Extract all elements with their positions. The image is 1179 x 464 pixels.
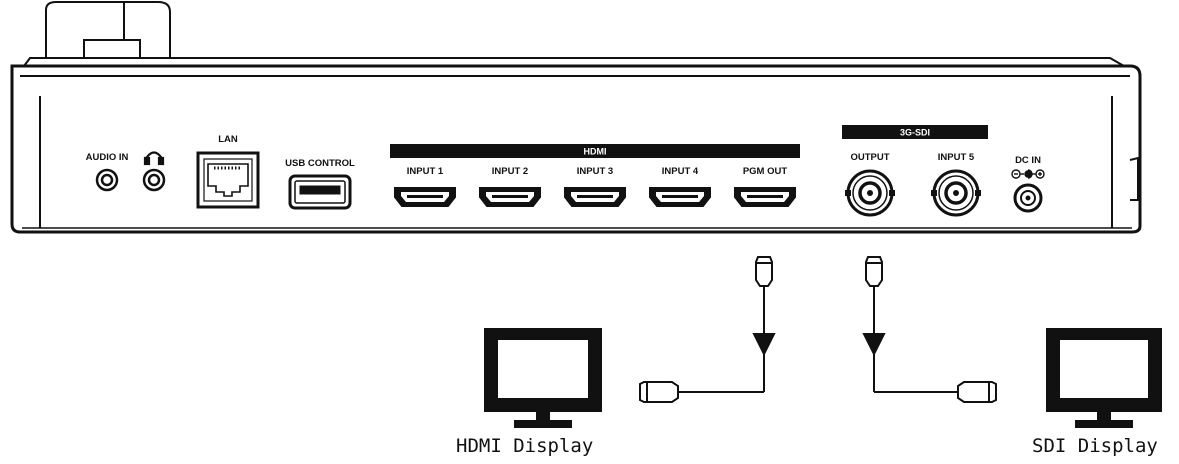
hdmi-port[interactable]: INPUT 1 bbox=[394, 166, 456, 207]
hdmi-ports: INPUT 1 INPUT 2 INPUT 3 INPUT 4 PGM OUT bbox=[394, 166, 796, 207]
headphone-jack[interactable] bbox=[142, 168, 166, 192]
lan-section: LAN bbox=[196, 134, 260, 209]
bnc-port[interactable]: OUTPUT bbox=[845, 152, 895, 217]
hdmi-port-label: INPUT 4 bbox=[662, 166, 699, 177]
sdi-cable bbox=[862, 256, 997, 403]
hdmi-group: HDMI INPUT 1 INPUT 2 INPUT 3 INPUT 4 PGM OUT bbox=[390, 144, 800, 207]
sdi-group-label: 3G-SDI bbox=[900, 128, 930, 138]
sdi-display-caption: SDI Display bbox=[1032, 435, 1158, 457]
hdmi-port-label: INPUT 3 bbox=[577, 166, 613, 177]
bnc-port[interactable]: INPUT 5 bbox=[931, 152, 981, 217]
hdmi-display: HDMI Display bbox=[456, 328, 602, 457]
hdmi-port-label: INPUT 1 bbox=[407, 166, 444, 177]
sdi-group: 3G-SDI OUTPUT INPUT 5 bbox=[842, 125, 988, 217]
hdmi-port[interactable]: INPUT 2 bbox=[479, 166, 541, 207]
hdmi-port-label: PGM OUT bbox=[743, 166, 788, 177]
usb-port[interactable] bbox=[288, 174, 352, 210]
sdi-ports: OUTPUT INPUT 5 bbox=[845, 152, 981, 217]
hdmi-group-bar bbox=[390, 144, 800, 158]
monitor-icon bbox=[484, 328, 602, 428]
sdi-port-label: OUTPUT bbox=[850, 152, 889, 163]
dc-in-jack[interactable] bbox=[1013, 183, 1043, 213]
hdmi-port[interactable]: INPUT 3 bbox=[564, 166, 626, 207]
audio-section: AUDIO IN bbox=[86, 151, 166, 192]
audio-in-label: AUDIO IN bbox=[86, 152, 129, 163]
headphone-icon bbox=[143, 151, 165, 166]
usb-control-label: USB CONTROL bbox=[285, 158, 355, 169]
switcher-device bbox=[10, 1, 1142, 234]
lan-label: LAN bbox=[218, 134, 238, 145]
dc-in-label: DC IN bbox=[1015, 155, 1041, 166]
hdmi-cable bbox=[639, 256, 776, 403]
hdmi-group-label: HDMI bbox=[584, 147, 607, 157]
dc-in-section: DC IN bbox=[1011, 155, 1045, 213]
hdmi-display-caption: HDMI Display bbox=[456, 435, 593, 457]
hdmi-port-label: INPUT 2 bbox=[492, 166, 528, 177]
hdmi-port[interactable]: INPUT 4 bbox=[649, 166, 711, 207]
sdi-display: SDI Display bbox=[1032, 328, 1162, 457]
sdi-port-label: INPUT 5 bbox=[938, 152, 975, 163]
audio-in-jack[interactable] bbox=[95, 168, 119, 192]
monitor-icon bbox=[1046, 328, 1162, 428]
hdmi-port[interactable]: PGM OUT bbox=[734, 166, 796, 207]
usb-section: USB CONTROL bbox=[285, 158, 355, 210]
polarity-icon bbox=[1011, 169, 1045, 179]
lan-port[interactable] bbox=[196, 151, 260, 209]
sdi-group-bar bbox=[842, 125, 988, 139]
